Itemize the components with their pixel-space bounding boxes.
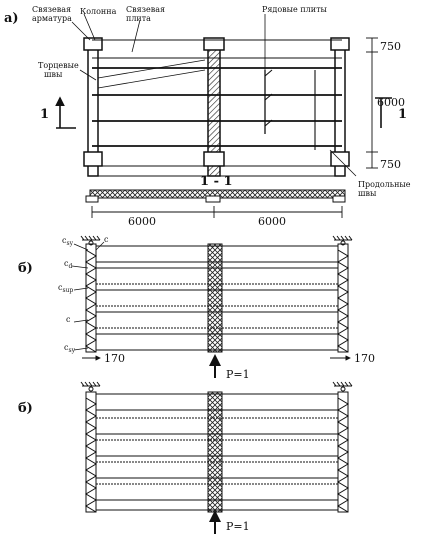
plan-seam-taper: [97, 59, 206, 89]
dim-170-right: 170: [354, 352, 375, 365]
plan-dim-chain-right: [366, 37, 378, 169]
leader-tortsevye: [79, 69, 97, 81]
panel-b1-letter: б): [18, 261, 33, 276]
span-dim-chain: [91, 206, 343, 218]
plan-tick: [264, 69, 273, 77]
dim-span-right: 6000: [258, 215, 286, 228]
label-kolonna: Колонна: [80, 7, 117, 16]
plan-cap-bm: [203, 151, 225, 167]
label-c-top: c: [104, 235, 109, 244]
label-svyaz-arm-1: Связевая: [32, 5, 71, 14]
plan-cap-tl: [83, 37, 103, 51]
dim-top-750: 750: [380, 40, 401, 53]
label-prodolnye-1: Продольные: [358, 180, 411, 189]
panel-b2-model: б): [18, 381, 353, 534]
b1-load-label: P=1: [226, 368, 250, 381]
section-mark-left: 1: [40, 96, 76, 129]
dim-span-left: 6000: [128, 215, 156, 228]
section-beam: [85, 189, 346, 203]
plan-tick: [264, 119, 273, 127]
b2-slabs: [96, 393, 338, 511]
plan-columns: [83, 37, 350, 177]
label-tortsevye-1: Торцевые: [38, 61, 79, 70]
plan-tick: [264, 93, 273, 101]
b1-supports: [80, 235, 353, 246]
label-prodolnye-2: швы: [358, 189, 377, 198]
plan-cap-tm: [203, 37, 225, 51]
leader-prodolnye: [329, 149, 357, 177]
b2-supports: [80, 381, 353, 392]
label-svyaz-plita-2: плита: [126, 14, 151, 23]
leader-svyaz-arm: [71, 21, 91, 41]
dim-170-left: 170: [104, 352, 125, 365]
section-number-right: 1: [398, 107, 407, 122]
b2-columns: [85, 391, 349, 513]
dim-bottom-750: 750: [380, 158, 401, 171]
label-csy-top: csy: [62, 236, 74, 247]
b2-load-label: P=1: [226, 520, 250, 533]
section-number-left: 1: [40, 107, 49, 122]
b1-slabs: [96, 245, 338, 351]
dim-middle-6000: 6000: [377, 96, 405, 109]
b1-columns: [85, 243, 349, 353]
label-ryadovye: Рядовые плиты: [262, 5, 327, 14]
section-title-center: 1 - 1: [200, 174, 233, 189]
plan-cap-tr: [330, 37, 350, 51]
leader-kolonna: [83, 13, 96, 41]
plan-cap-bl: [83, 151, 103, 167]
plan-leaders: [71, 13, 357, 177]
panel-b2-letter: б): [18, 401, 33, 416]
panel-a-plan: а): [4, 5, 411, 228]
panel-b1-model: б): [18, 235, 375, 381]
section-mark-right: 1: [375, 97, 407, 128]
plan-slabs: [92, 39, 342, 177]
leader-svyaz-plita: [131, 19, 141, 53]
label-cd: cd: [64, 259, 72, 270]
label-svyaz-arm-2: арматура: [32, 14, 72, 23]
b1-label-leaders: [71, 241, 105, 351]
label-c-mid: c: [66, 315, 71, 324]
label-csy-bot: csy: [64, 343, 76, 354]
panel-a-letter: а): [4, 11, 19, 26]
label-csup: csup: [58, 283, 73, 294]
label-tortsevye-2: швы: [44, 70, 63, 79]
label-svyaz-plita-1: Связевая: [126, 5, 165, 14]
